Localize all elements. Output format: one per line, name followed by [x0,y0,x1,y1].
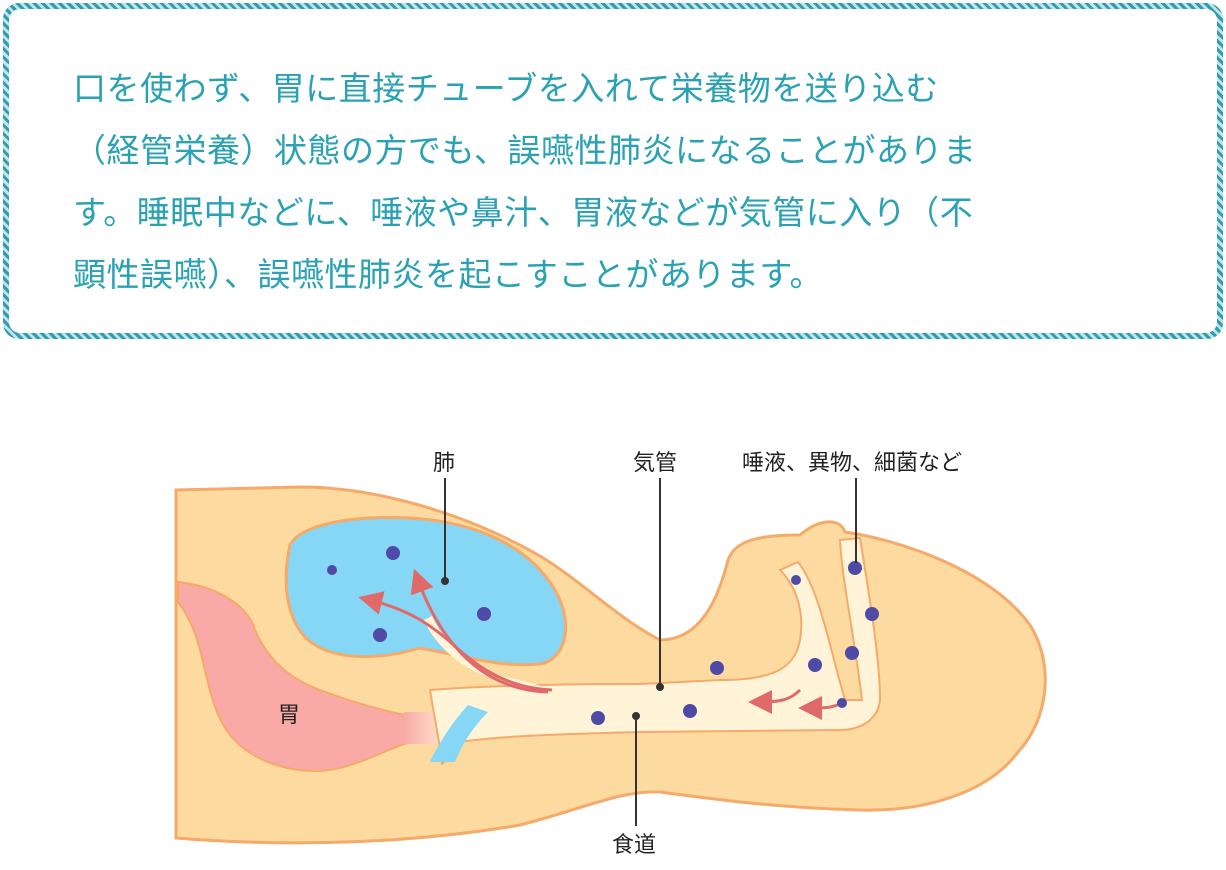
bacteria-dot [477,607,491,621]
bacteria-dot [845,646,859,660]
callout-line: す。睡眠中などに、唾液や鼻汁、胃液などが気管に入り（不 [73,193,974,232]
label-saliva: 唾液、異物、細菌など [742,451,962,476]
callout-line: 顕性誤嚥）、誤嚥性肺炎を起こすことがあります。 [73,255,824,294]
bacteria-dot [848,561,862,575]
tube-to-stomach [430,705,488,762]
bacteria-dot [791,575,801,585]
leader-dot [656,683,664,691]
arrow-into-lung-up [410,568,549,694]
callout-body: 口を使わず、胃に直接チューブを入れて栄養物を送り込む （経管栄養）状態の方でも、… [9,9,1217,333]
label-trachea: 気管 [633,451,677,476]
bacteria-dot [327,565,337,575]
label-esophagus: 食道 [612,833,656,858]
bacteria-dot [683,704,697,718]
callout-line: 口を使わず、胃に直接チューブを入れて栄養物を送り込む [73,69,939,108]
bacteria-dot [710,661,724,675]
leader-dot [632,712,640,720]
bacteria-dot [837,698,847,708]
label-stomach: 胃 [278,703,300,728]
bacteria-dot [865,607,879,621]
bacteria-dot [591,711,605,725]
lung [284,516,568,667]
callout-text: 口を使わず、胃に直接チューブを入れて栄養物を送り込む （経管栄養）状態の方でも、… [73,58,1157,306]
arrow-throat-1 [748,688,802,714]
stomach [177,580,411,772]
bacteria-dot [808,658,822,672]
callout-line: （経管栄養）状態の方でも、誤嚥性肺炎になることがありま [73,131,977,170]
bacteria-dot [373,628,387,642]
bacteria-dot [386,546,400,560]
label-lung: 肺 [433,451,455,476]
leader-dot [441,577,449,585]
info-callout: 口を使わず、胃に直接チューブを入れて栄養物を送り込む （経管栄養）状態の方でも、… [3,3,1223,339]
